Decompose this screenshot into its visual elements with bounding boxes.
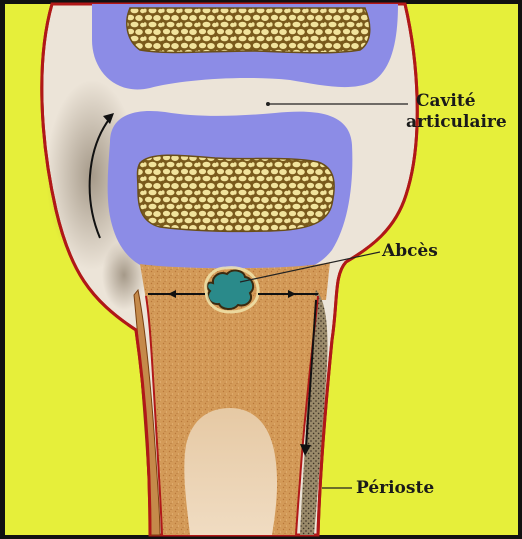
medullary-cavity	[184, 408, 277, 535]
label-cavite-line1: Cavité	[416, 91, 476, 111]
label-cavite-line2: articulaire	[406, 112, 507, 132]
cavite-leader-dot	[266, 102, 270, 106]
label-perioste: Périoste	[356, 478, 434, 498]
label-abces: Abcès	[381, 241, 438, 261]
lower-spongy-bone	[138, 155, 335, 231]
upper-spongy-bone	[127, 8, 370, 53]
abscess	[207, 270, 253, 309]
